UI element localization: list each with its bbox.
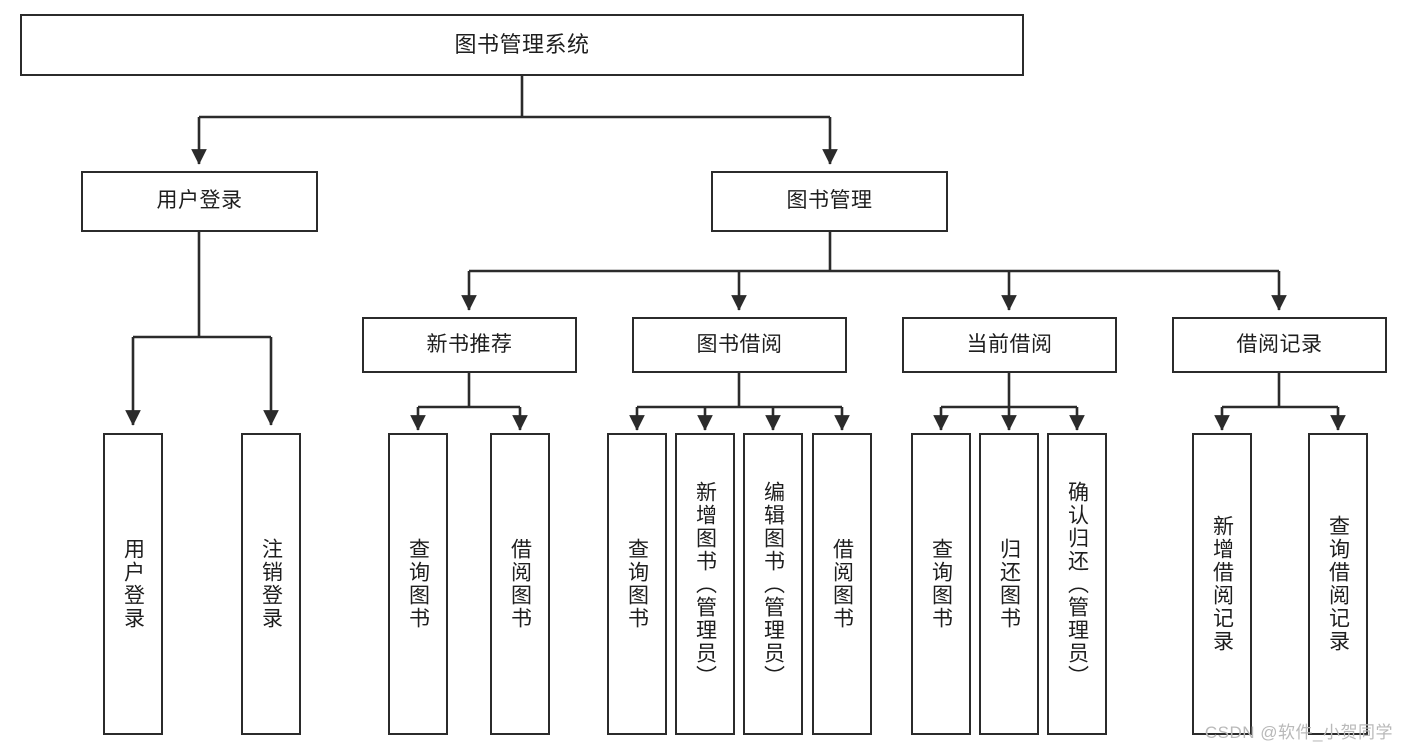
leaf-user-login-logout[interactable]: 注销登录 (241, 433, 301, 735)
node-user-login[interactable]: 用户登录 (81, 171, 318, 232)
node-root-system[interactable]: 图书管理系统 (20, 14, 1024, 76)
node-label: 查询图书 (625, 538, 649, 630)
node-label: 图书管理 (786, 189, 873, 213)
node-new-book-recommend[interactable]: 新书推荐 (362, 317, 577, 373)
leaf-borrow-edit-book-admin[interactable]: 编辑图书（管理员） (743, 433, 803, 735)
node-label: 图书借阅 (696, 332, 783, 356)
node-label: 查询借阅记录 (1326, 515, 1350, 653)
node-label: 编辑图书（管理员） (761, 480, 785, 688)
node-book-management[interactable]: 图书管理 (711, 171, 948, 232)
leaf-borrow-query-book[interactable]: 查询图书 (607, 433, 667, 735)
node-label: 查询图书 (406, 538, 430, 630)
leaf-borrow-add-book-admin[interactable]: 新增图书（管理员） (675, 433, 735, 735)
node-label: 用户登录 (121, 538, 145, 630)
leaf-borrow-borrow-book[interactable]: 借阅图书 (812, 433, 872, 735)
node-label: 新增借阅记录 (1210, 515, 1234, 653)
leaf-current-query-book[interactable]: 查询图书 (911, 433, 971, 735)
node-label: 归还图书 (997, 538, 1021, 630)
node-current-borrow[interactable]: 当前借阅 (902, 317, 1117, 373)
leaf-recommend-borrow-book[interactable]: 借阅图书 (490, 433, 550, 735)
node-label: 当前借阅 (966, 332, 1053, 356)
node-label: 注销登录 (259, 538, 283, 630)
leaf-current-confirm-return-admin[interactable]: 确认归还（管理员） (1047, 433, 1107, 735)
node-label: 确认归还（管理员） (1065, 480, 1089, 688)
node-label: 用户登录 (156, 189, 243, 213)
leaf-recommend-query-book[interactable]: 查询图书 (388, 433, 448, 735)
leaf-record-add-record[interactable]: 新增借阅记录 (1192, 433, 1252, 735)
leaf-current-return-book[interactable]: 归还图书 (979, 433, 1039, 735)
node-book-borrow[interactable]: 图书借阅 (632, 317, 847, 373)
leaf-record-query-record[interactable]: 查询借阅记录 (1308, 433, 1368, 735)
node-borrow-record[interactable]: 借阅记录 (1172, 317, 1387, 373)
watermark-text: CSDN @软件_小贺同学 (1204, 723, 1393, 742)
node-label: 新书推荐 (426, 332, 513, 356)
node-label: 查询图书 (929, 538, 953, 630)
node-label: 图书管理系统 (454, 32, 590, 58)
node-label: 借阅图书 (830, 538, 854, 630)
node-label: 新增图书（管理员） (693, 480, 717, 688)
node-label: 借阅图书 (508, 538, 532, 630)
node-label: 借阅记录 (1236, 332, 1323, 356)
leaf-user-login-login[interactable]: 用户登录 (103, 433, 163, 735)
